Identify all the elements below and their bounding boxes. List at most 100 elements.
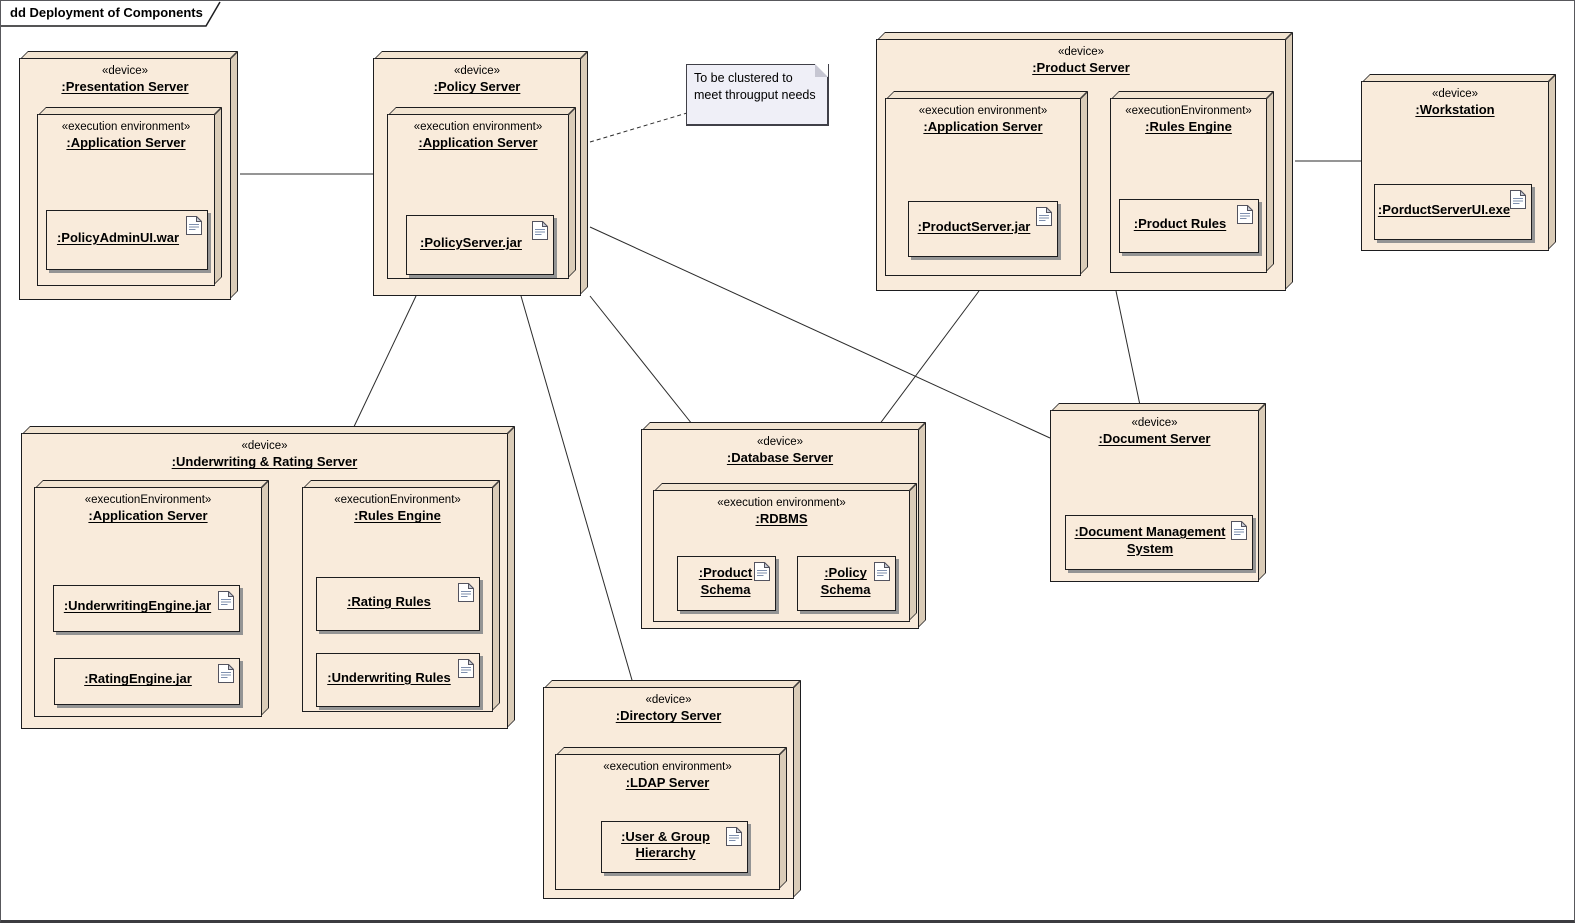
node-presentation-application-server[interactable]: «execution environment» :Application Ser…: [37, 114, 215, 286]
link-policy-database[interactable]: [589, 295, 697, 430]
node-name-label: :Database Server: [726, 450, 834, 466]
stereotype-label: «device»: [1431, 88, 1479, 100]
document-icon: [458, 659, 474, 678]
artifact-name-label: :PolicyAdminUI.war: [56, 229, 180, 245]
artifact-name-label: :PolicyServer.jar: [420, 234, 522, 250]
stereotype-label: «device»: [645, 694, 692, 706]
node-uw-rules-engine[interactable]: «executionEnvironment» :Rules Engine :Ra…: [302, 487, 493, 712]
document-icon: [754, 562, 770, 581]
node-uw-application-server[interactable]: «executionEnvironment» :Application Serv…: [34, 487, 262, 717]
link-product-database[interactable]: [875, 290, 980, 430]
artifact-document-management-system[interactable]: :Document Management System: [1065, 515, 1253, 570]
link-policy-directory[interactable]: [520, 295, 635, 688]
node-name-label: :Product Server: [1032, 60, 1130, 76]
artifact-product-schema[interactable]: :Product Schema: [677, 556, 776, 611]
stereotype-label: «executionEnvironment»: [334, 494, 461, 506]
node-presentation-server[interactable]: «device» :Presentation Server «execution…: [19, 58, 231, 300]
stereotype-label: «device»: [756, 436, 804, 448]
node-name-label: :Rules Engine: [1145, 119, 1232, 135]
node-name-label: :Underwriting & Rating Server: [171, 454, 358, 470]
node-name-label: :Application Server: [923, 119, 1043, 135]
stereotype-label: «device»: [1131, 417, 1178, 429]
node-rdbms[interactable]: «execution environment» :RDBMS :Product …: [653, 490, 910, 622]
link-policy-document[interactable]: [589, 226, 1051, 439]
stereotype-label: «device»: [101, 65, 149, 77]
note-text: To be clustered to meet througput needs: [694, 71, 816, 102]
artifact-underwriting-rules[interactable]: :Underwriting Rules: [316, 653, 480, 707]
artifact-ratingengine-jar[interactable]: :RatingEngine.jar: [54, 658, 240, 705]
node-name-label: :Application Server: [418, 135, 538, 151]
artifact-underwritingengine-jar[interactable]: :UnderwritingEngine.jar: [53, 585, 240, 632]
node-name-label: :Presentation Server: [61, 79, 189, 95]
node-policy-application-server[interactable]: «execution environment» :Application Ser…: [387, 114, 569, 279]
document-icon: [1231, 521, 1247, 540]
stereotype-label: «execution environment»: [717, 497, 846, 509]
node-workstation[interactable]: «device» :Workstation :PorductServerUI.e…: [1361, 81, 1549, 251]
stereotype-label: «device»: [241, 440, 288, 452]
artifact-name-label: :Rating Rules: [347, 593, 431, 609]
artifact-policyadminui-war[interactable]: :PolicyAdminUI.war: [46, 210, 208, 270]
node-name-label: :Rules Engine: [354, 508, 441, 524]
node-directory-server[interactable]: «device» :Directory Server «execution en…: [543, 687, 794, 899]
frame-tab: [1, 1, 221, 27]
node-name-label: :Directory Server: [615, 708, 722, 724]
artifact-name-label: :Product Schema: [698, 565, 753, 597]
artifact-name-label: :User & Group Hierarchy: [621, 828, 710, 860]
diagram-title: dd Deployment of Components: [10, 5, 203, 20]
artifact-name-label: :Document Management System: [1074, 524, 1226, 556]
stereotype-label: «executionEnvironment»: [1125, 105, 1252, 117]
document-icon: [532, 221, 548, 240]
artifact-name-label: :Policy Schema: [820, 565, 871, 597]
link-policy-underwriting[interactable]: [350, 295, 417, 434]
document-icon: [1237, 205, 1253, 224]
stereotype-label: «device»: [1057, 46, 1105, 58]
note-clustering[interactable]: To be clustered to meet througput needs: [686, 64, 829, 126]
node-product-server[interactable]: «device» :Product Server «execution envi…: [876, 39, 1286, 291]
artifact-productserver-jar[interactable]: :ProductServer.jar: [908, 201, 1058, 257]
stereotype-label: «execution environment»: [61, 121, 191, 133]
artifact-product-rules[interactable]: :Product Rules: [1119, 199, 1259, 253]
node-name-label: :RDBMS: [755, 511, 808, 527]
node-name-label: :Workstation: [1415, 102, 1495, 118]
artifact-porductserverui-exe[interactable]: :PorductServerUI.exe: [1374, 184, 1532, 240]
document-icon: [874, 562, 890, 581]
artifact-name-label: :Underwriting Rules: [327, 669, 451, 685]
document-icon: [218, 591, 234, 610]
artifact-policyserver-jar[interactable]: :PolicyServer.jar: [406, 215, 554, 275]
stereotype-label: «execution environment»: [918, 105, 1048, 117]
artifact-name-label: :PorductServerUI.exe: [1377, 201, 1511, 217]
document-icon: [218, 664, 234, 683]
stereotype-label: «execution environment»: [603, 761, 732, 773]
document-icon: [726, 827, 742, 846]
document-icon: [1510, 190, 1526, 209]
node-document-server[interactable]: «device» :Document Server :Document Mana…: [1050, 410, 1259, 582]
link-product-document[interactable]: [1115, 290, 1142, 411]
node-name-label: :Policy Server: [433, 79, 521, 95]
node-underwriting-rating-server[interactable]: «device» :Underwriting & Rating Server «…: [21, 433, 508, 729]
node-name-label: :Document Server: [1098, 431, 1211, 447]
stereotype-label: «device»: [453, 65, 501, 77]
document-icon: [186, 216, 202, 235]
node-database-server[interactable]: «device» :Database Server «execution env…: [641, 429, 919, 629]
stereotype-label: «execution environment»: [413, 121, 543, 133]
node-ldap-server[interactable]: «execution environment» :LDAP Server :Us…: [555, 754, 780, 890]
node-name-label: :Application Server: [66, 135, 186, 151]
document-icon: [458, 583, 474, 602]
node-name-label: :Application Server: [88, 508, 208, 524]
link-policy-note[interactable]: [589, 112, 688, 143]
artifact-user-group-hierarchy[interactable]: :User & Group Hierarchy: [601, 821, 748, 873]
artifact-name-label: :UnderwritingEngine.jar: [63, 598, 212, 614]
node-policy-server[interactable]: «device» :Policy Server «execution envir…: [373, 58, 581, 296]
artifact-rating-rules[interactable]: :Rating Rules: [316, 577, 480, 631]
node-name-label: :LDAP Server: [625, 775, 710, 791]
node-product-rules-engine[interactable]: «executionEnvironment» :Rules Engine :Pr…: [1110, 98, 1267, 273]
artifact-name-label: :RatingEngine.jar: [84, 671, 192, 687]
artifact-policy-schema[interactable]: :Policy Schema: [797, 556, 896, 611]
stereotype-label: «executionEnvironment»: [84, 494, 212, 506]
document-icon: [1036, 207, 1052, 226]
artifact-name-label: :ProductServer.jar: [917, 218, 1031, 234]
artifact-name-label: :Product Rules: [1133, 215, 1227, 231]
node-product-application-server[interactable]: «execution environment» :Application Ser…: [885, 98, 1081, 276]
